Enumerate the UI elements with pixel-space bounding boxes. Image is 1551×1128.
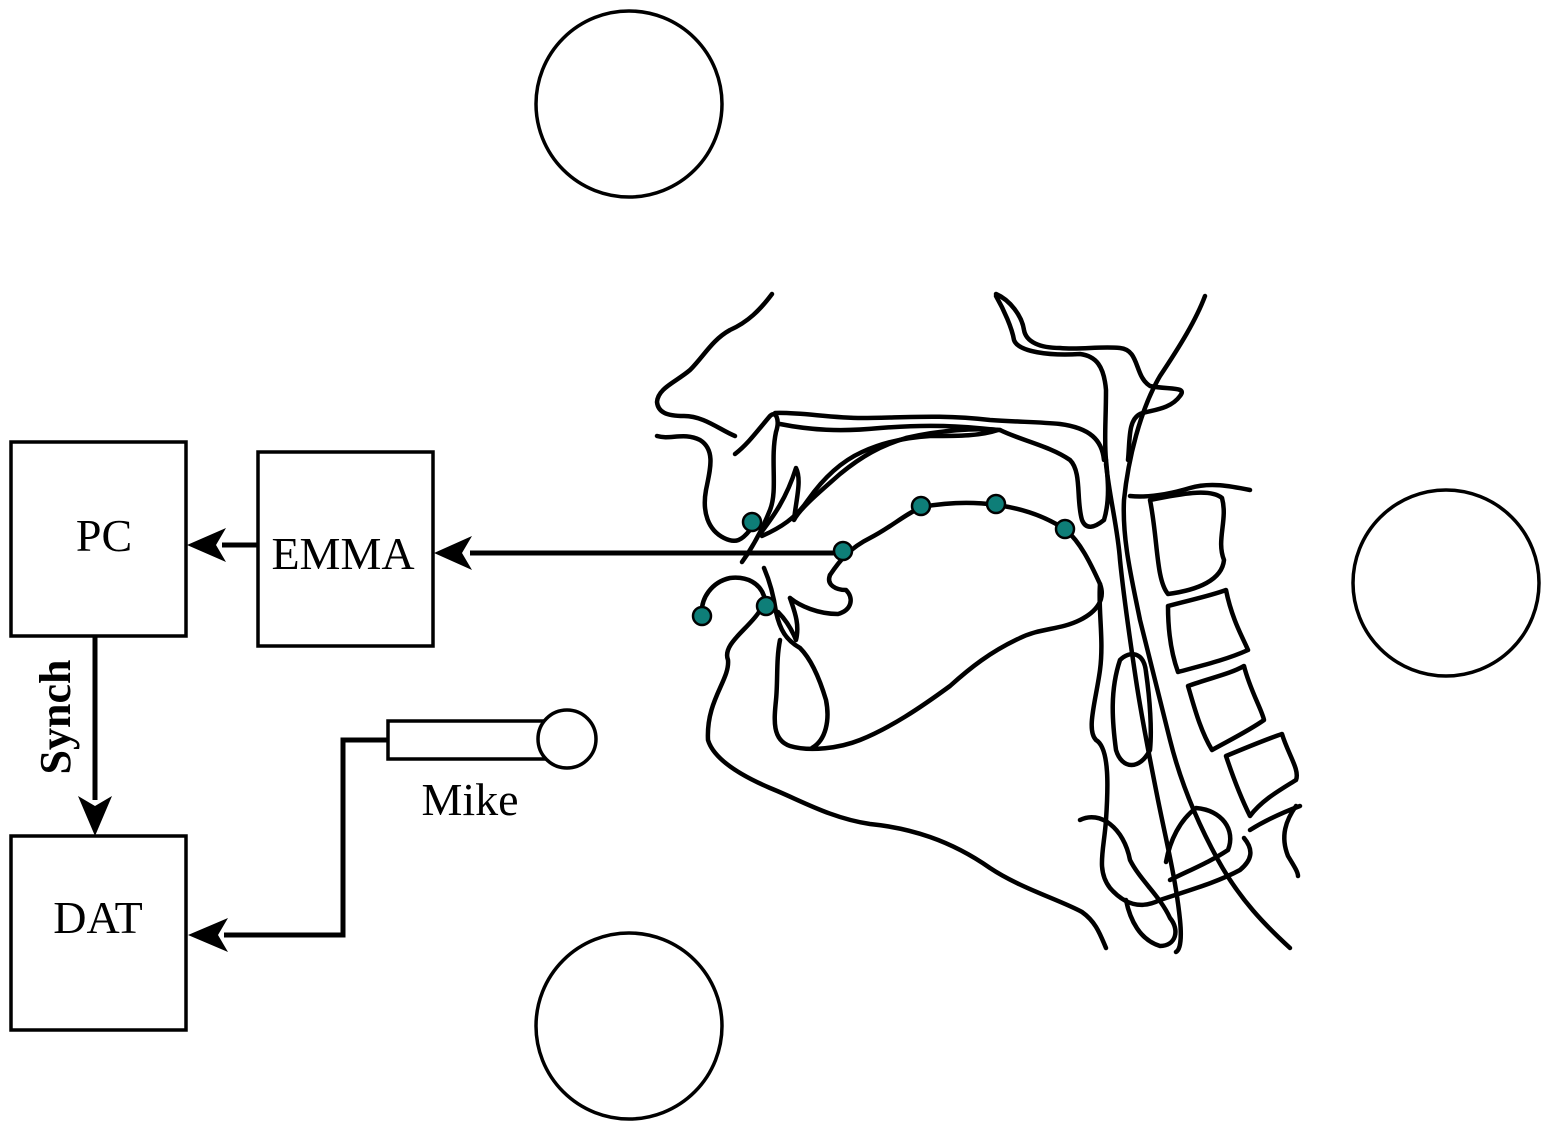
pc-label: PC xyxy=(76,510,132,561)
neck-back-outline xyxy=(1284,806,1298,876)
tongue-surface xyxy=(775,503,1102,749)
sensor-tongue-blade xyxy=(912,497,930,515)
sensor-markers xyxy=(693,495,1074,625)
transmitter-coil-top xyxy=(536,11,722,197)
lower-lip-chin-outline xyxy=(702,578,1106,948)
vertebra-3 xyxy=(1188,666,1264,750)
mike-to-dat-arrow xyxy=(188,740,388,952)
hyoid-region xyxy=(1113,654,1151,765)
nose-outline xyxy=(657,294,772,436)
sensor-lower-incisor xyxy=(757,597,775,615)
emma-block: EMMA xyxy=(258,452,433,646)
microphone xyxy=(388,710,596,768)
emma-to-pc-arrow xyxy=(187,528,258,562)
sensor-upper-incisor xyxy=(743,513,761,531)
emma-label: EMMA xyxy=(271,528,414,579)
sensor-tongue-dorsum xyxy=(1056,520,1074,538)
tongue-tip xyxy=(790,575,851,614)
transmitter-coil-bottom xyxy=(536,933,722,1119)
pc-block: PC xyxy=(11,442,186,636)
vertebra-1 xyxy=(1150,493,1224,594)
pc-to-dat-sync-arrow xyxy=(78,636,112,836)
sensor-signal-arrow xyxy=(434,536,843,570)
sensor-tongue-tip xyxy=(834,542,852,560)
synch-label: Synch xyxy=(31,660,80,775)
transmitter-coil-right xyxy=(1353,490,1539,676)
velum-outline xyxy=(1000,430,1108,527)
sensor-tongue-body xyxy=(987,495,1005,513)
vertebra-4 xyxy=(1226,734,1297,816)
vertebra-2 xyxy=(1168,590,1248,672)
vocal-tract-outline xyxy=(657,294,1300,952)
dat-label: DAT xyxy=(53,892,142,943)
spine-line xyxy=(1124,296,1290,948)
microphone-label: Mike xyxy=(421,774,518,825)
dat-block: DAT xyxy=(11,836,186,1030)
lower-incisor-crown xyxy=(778,598,797,640)
sensor-lower-lip xyxy=(693,607,711,625)
